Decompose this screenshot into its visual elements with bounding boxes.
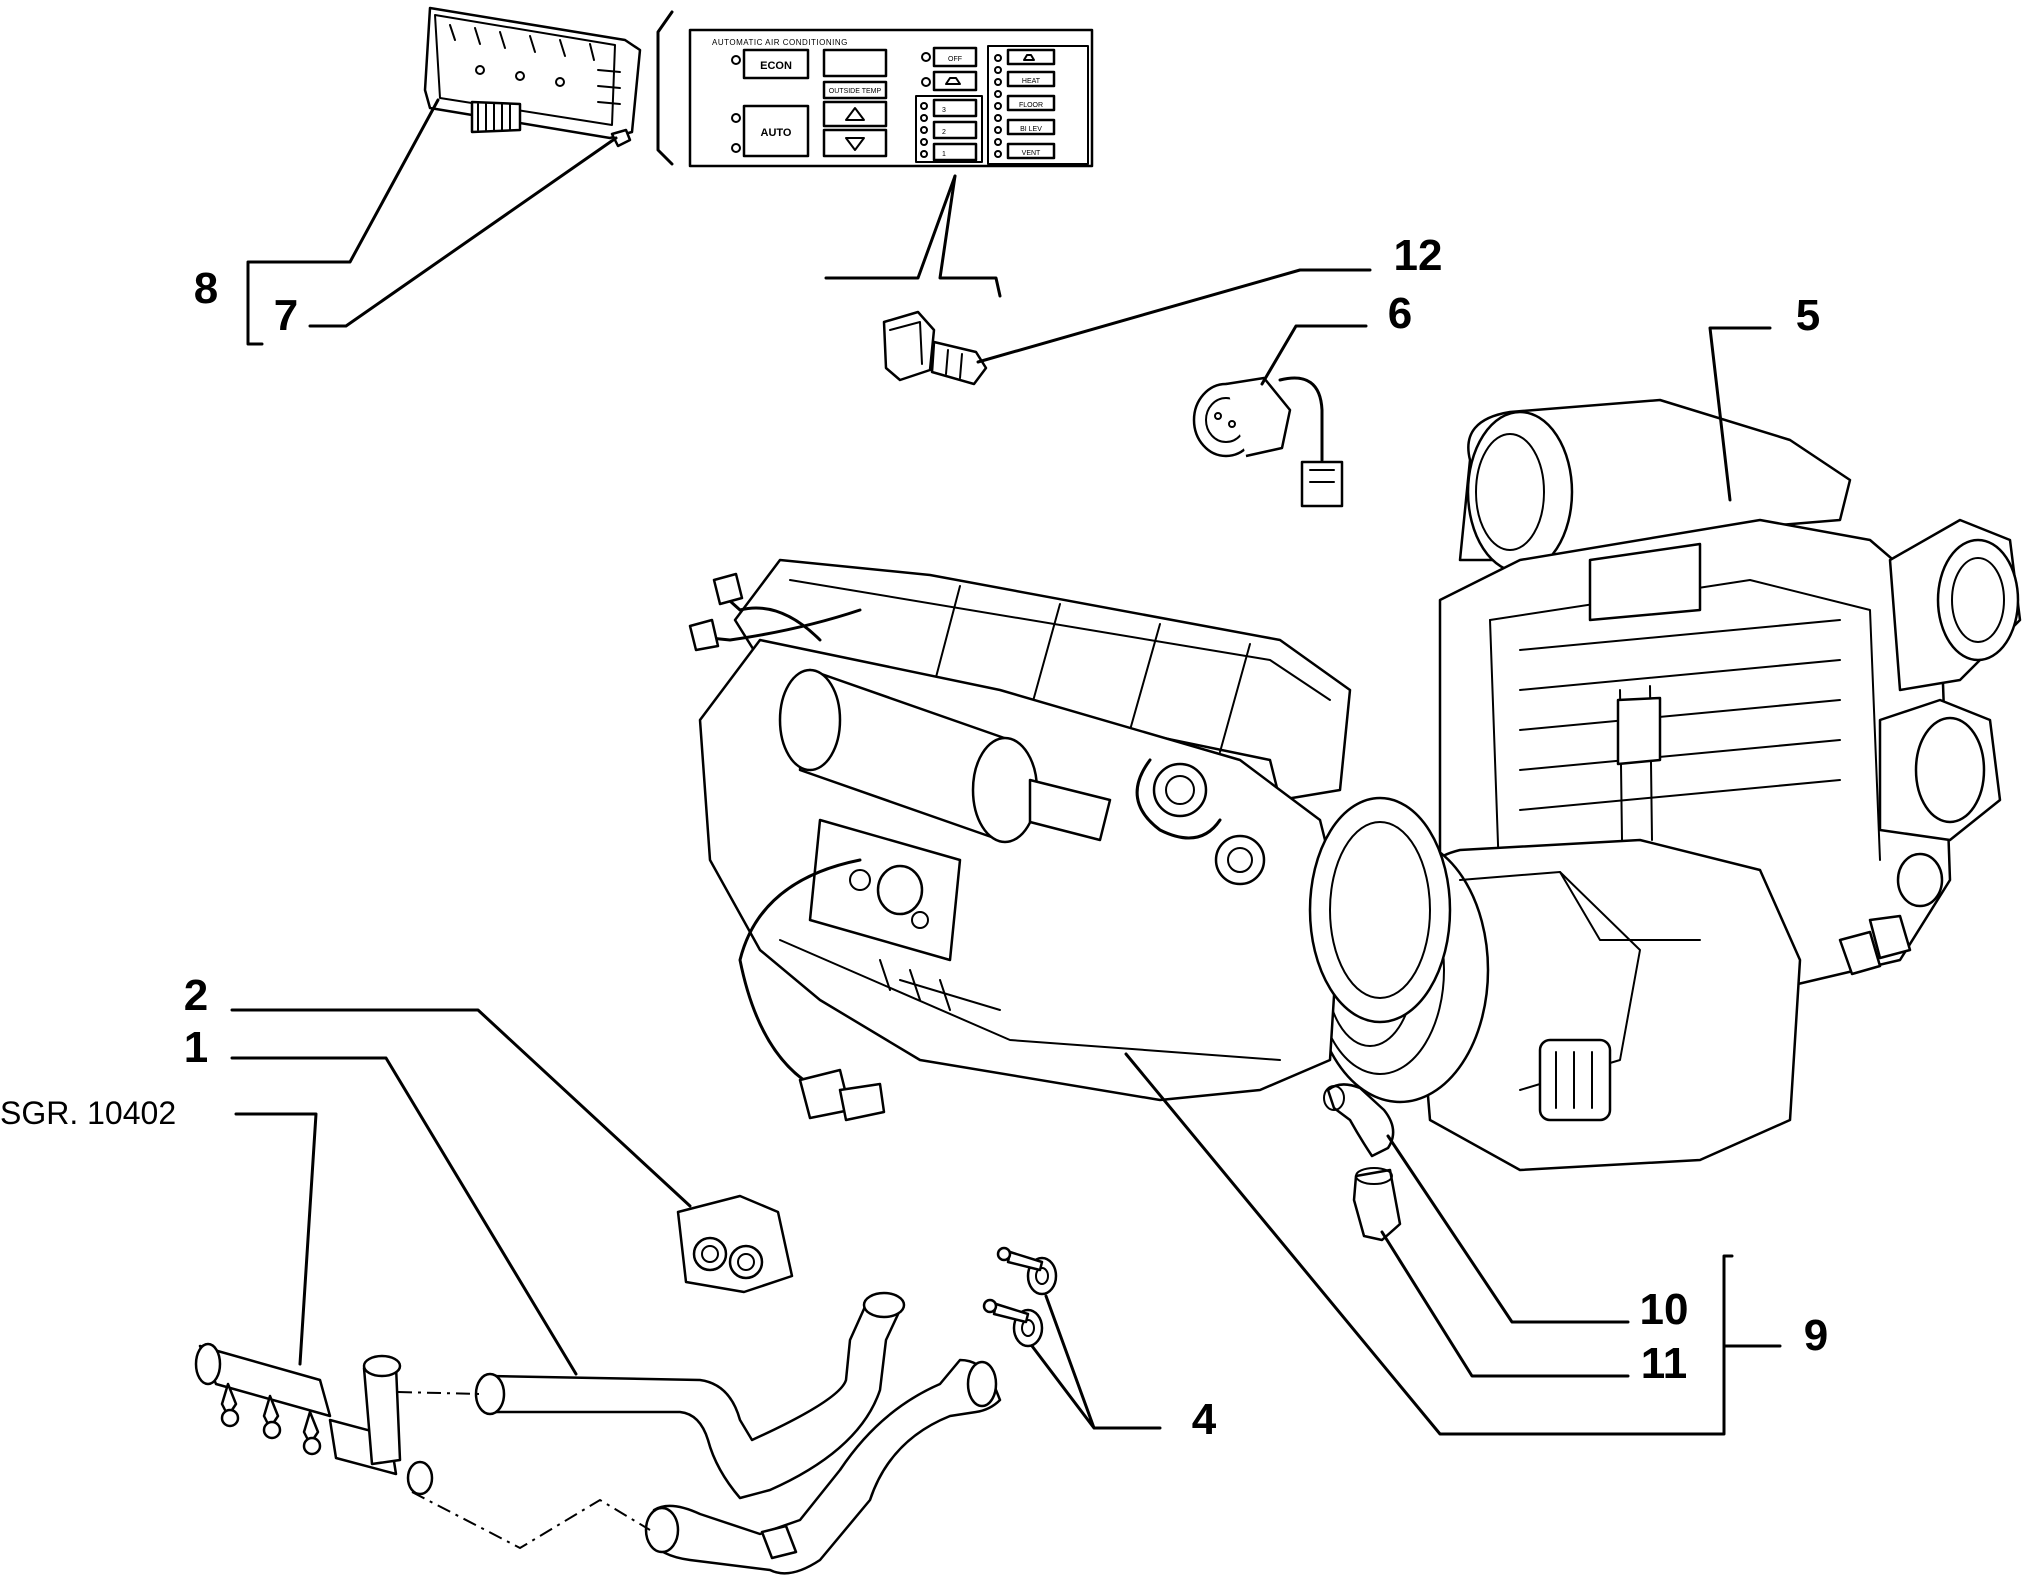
leader-6 [1260, 324, 1368, 386]
leader-bracket-8 [246, 260, 264, 346]
mode-vent: VENT [1022, 150, 1041, 157]
leader-5 [1708, 326, 1772, 502]
callout-1: 1 [184, 1023, 208, 1072]
mode-bi-lev: BI LEV [1020, 126, 1042, 133]
leader-9-group [1124, 1052, 1734, 1436]
hose-clamps-part-4 [982, 1246, 1058, 1348]
screw-part-7 [610, 128, 632, 148]
fan-speed-1: 1 [942, 151, 946, 158]
panel-pointer-right [938, 174, 1002, 298]
outside-temp-label: OUTSIDE TEMP [829, 88, 882, 95]
coolant-manifold [194, 1342, 434, 1496]
fan-speed-3: 3 [942, 107, 946, 114]
econ-button-label: ECON [760, 60, 792, 72]
fan-speed-2: 2 [942, 129, 946, 136]
gasket-plate-part-2 [676, 1194, 794, 1294]
bracket [656, 10, 674, 166]
mode-heat: HEAT [1022, 78, 1041, 85]
callout-7: 7 [274, 291, 298, 340]
leader-7 [308, 136, 618, 328]
grommet-part-11 [1352, 1167, 1402, 1242]
leader-2 [230, 1008, 692, 1208]
leader-10 [1386, 1134, 1630, 1324]
callout-12: 12 [1394, 231, 1443, 280]
callout-9: 9 [1804, 1311, 1828, 1360]
connection-line-2 [411, 1491, 651, 1550]
leader-8 [260, 98, 440, 264]
control-panel-face: AUTOMATIC AIR CONDITIONING ECON AUTO OUT… [688, 28, 1094, 168]
leader-11 [1380, 1230, 1630, 1378]
auto-button-label: AUTO [761, 127, 792, 139]
callout-11: 11 [1641, 1339, 1688, 1388]
off-button-label: OFF [948, 56, 962, 63]
bulb-part-12 [882, 310, 988, 386]
reference-sgr: SGR. 10402 [0, 1095, 176, 1131]
mode-floor: FLOOR [1019, 102, 1043, 109]
panel-pointer-left [824, 174, 957, 280]
leader-12 [976, 268, 1372, 364]
callout-10: 10 [1640, 1285, 1689, 1334]
callout-4: 4 [1192, 1395, 1217, 1444]
callout-2: 2 [184, 971, 208, 1020]
callout-6: 6 [1388, 289, 1412, 338]
leader-1 [230, 1056, 578, 1376]
drain-elbow-part-10 [1323, 1083, 1395, 1158]
callout-5: 5 [1796, 291, 1820, 340]
callout-8: 8 [194, 264, 218, 313]
heater-hoses-part-1 [474, 1291, 1002, 1575]
connection-line-1 [397, 1391, 481, 1395]
control-module-housing [423, 6, 642, 140]
leader-sgr [234, 1112, 318, 1366]
leader-4 [1030, 1294, 1162, 1430]
evaporator-unit [688, 558, 1452, 1122]
panel-title: AUTOMATIC AIR CONDITIONING [712, 38, 848, 47]
resistor-part-6 [1192, 376, 1344, 508]
